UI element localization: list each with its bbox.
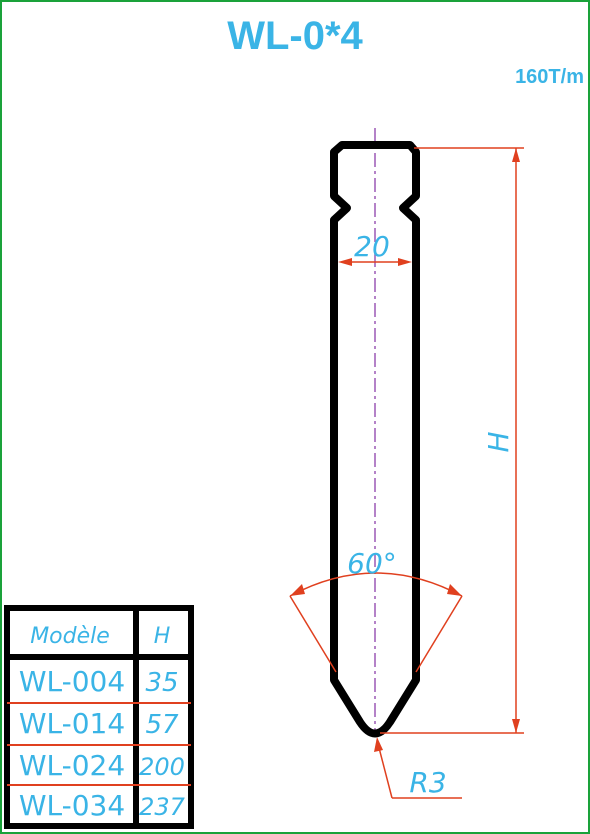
drawing-title: WL-0*4: [227, 14, 363, 58]
model-table: Modèle H WL-004 35 WL-014 57 WL-024 200 …: [4, 605, 194, 829]
width-label: 20: [354, 230, 390, 263]
header-model: Modèle: [30, 624, 110, 649]
angle-label: 60°: [347, 547, 397, 580]
height-dimension: [380, 147, 524, 734]
header-h: H: [154, 624, 171, 649]
capacity-label: 160T/m: [515, 66, 584, 88]
row-model: WL-034: [19, 789, 125, 822]
height-label: H: [482, 431, 515, 452]
tool-outline: [330, 141, 420, 738]
row-h: 35: [145, 668, 178, 698]
row-model: WL-024: [19, 749, 125, 782]
row-model: WL-004: [19, 665, 125, 698]
row-h: 237: [139, 793, 186, 821]
row-model: WL-014: [19, 707, 125, 740]
radius-leader: [374, 737, 462, 799]
row-h: 200: [139, 753, 185, 781]
angle-dimension: [289, 572, 463, 673]
row-h: 57: [145, 710, 179, 740]
width-dimension: [338, 258, 412, 266]
radius-label: R3: [409, 766, 446, 799]
